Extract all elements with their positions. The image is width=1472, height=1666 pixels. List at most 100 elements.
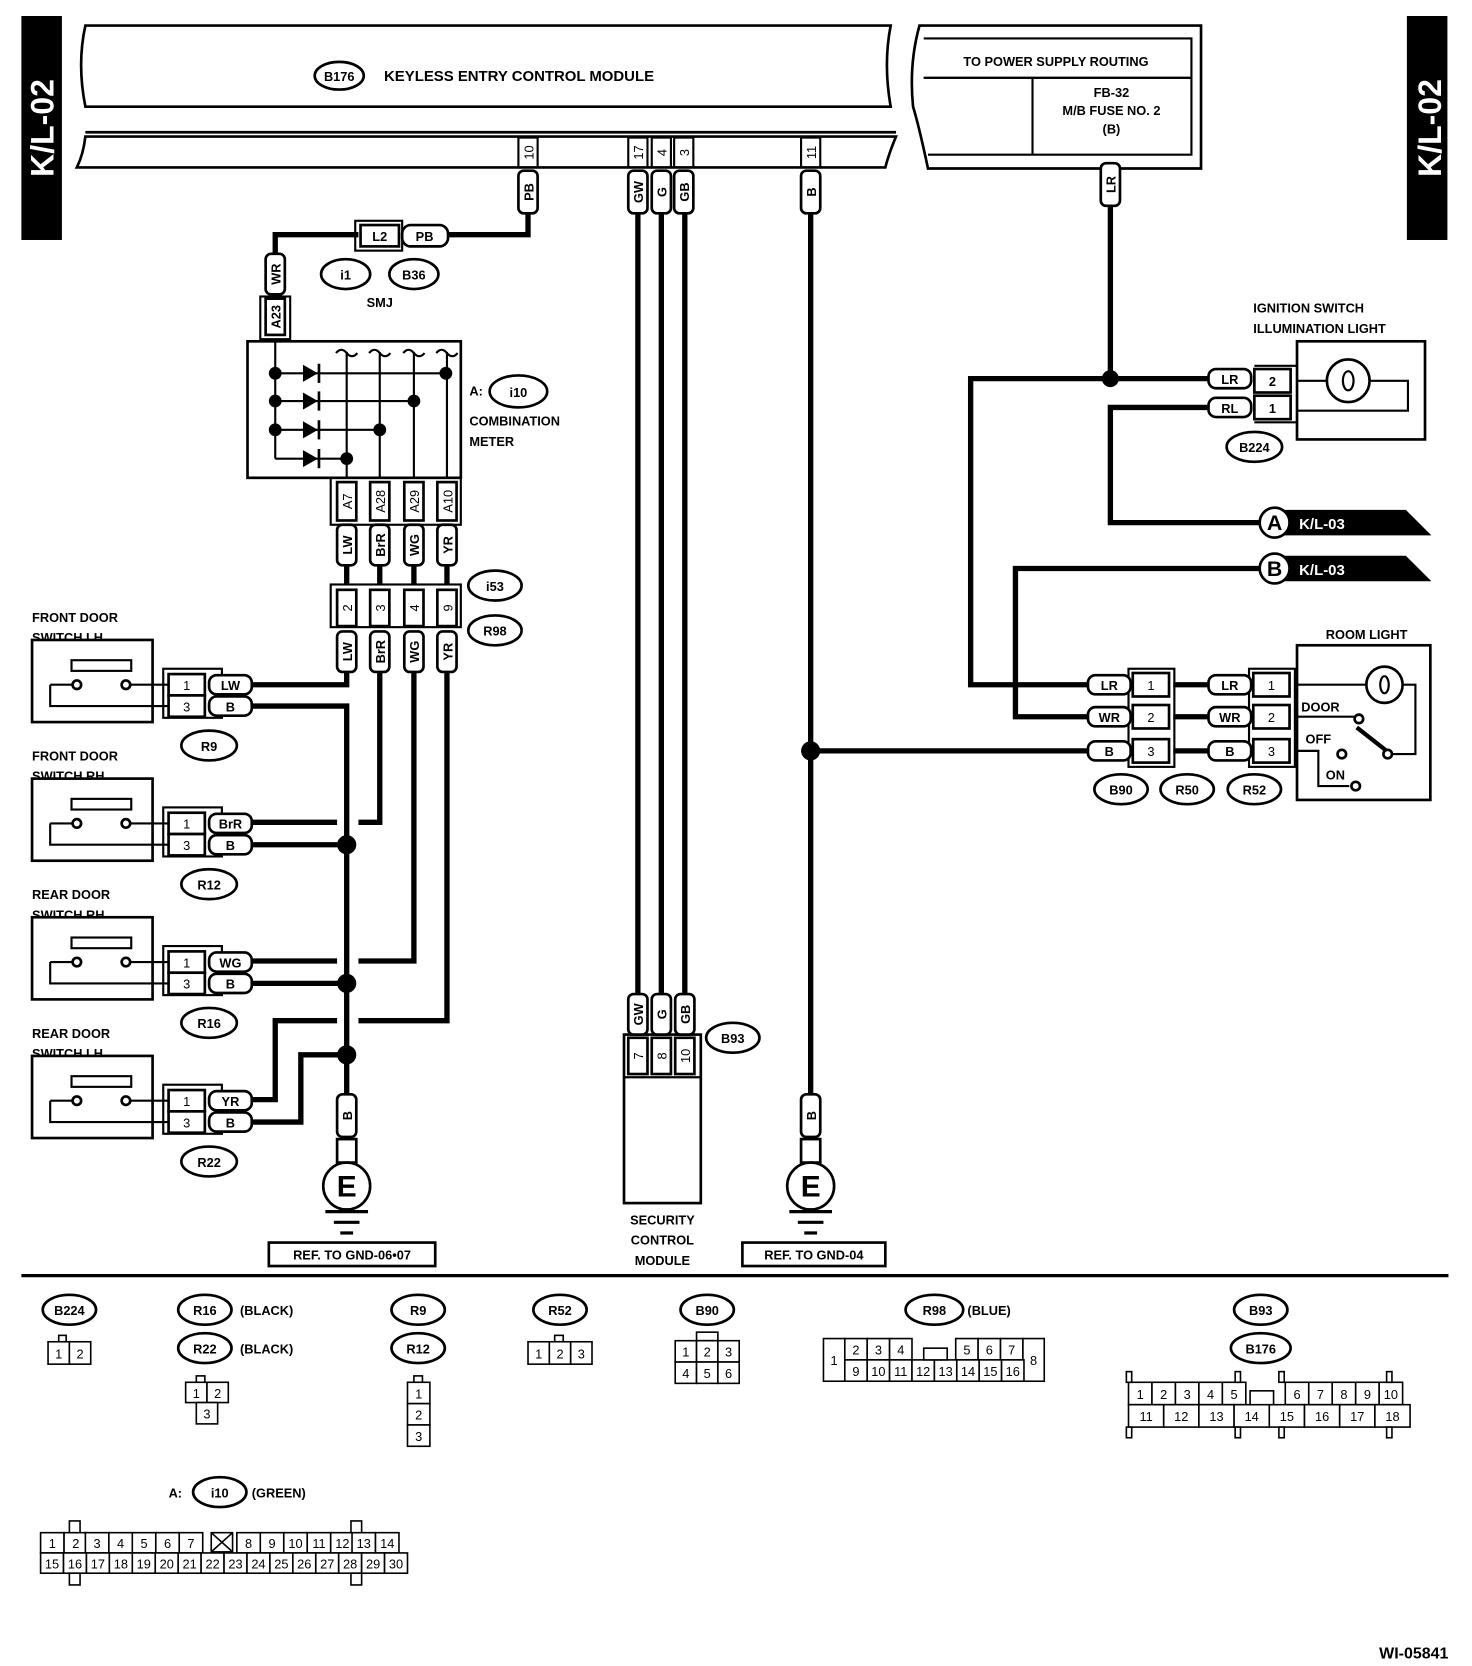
pin-label: 17 [91,1556,105,1571]
svg-text:R98: R98 [483,624,506,639]
switch-terminal [71,817,83,830]
pin-label: 12 [1174,1409,1188,1424]
wire-color-label: GB [678,1005,693,1024]
pin-cell [626,1036,649,1076]
wire-tag [207,951,254,973]
wire-tag [1086,673,1132,696]
wire-tag [1086,705,1132,728]
wire-color-label: WG [219,955,241,970]
meter-pin-cell [402,480,425,522]
pin-label: 1 [183,1094,190,1109]
connector-prefix: A: [169,1485,182,1500]
pin-cell [1131,703,1171,730]
pin-cell [167,694,207,719]
pin-label: 28 [343,1556,357,1571]
connector-badge [176,1293,233,1327]
keyless-entry-module: B176 KEYLESS ENTRY CONTROL MODULE [74,24,898,169]
svg-text:L2: L2 [372,229,387,244]
connector-id: i10 [211,1485,229,1500]
svg-text:A23: A23 [269,305,284,328]
connector-id: B224 [54,1303,85,1318]
pin-cell [167,832,207,857]
pin-label: 15 [1280,1409,1294,1424]
svg-text:K/L-02: K/L-02 [24,79,60,177]
svg-text:TO POWER SUPPLY ROUTING: TO POWER SUPPLY ROUTING [963,54,1148,69]
pin-cell [1131,737,1171,764]
pin-label: 3 [183,699,190,714]
wire-tag [207,1089,254,1112]
svg-text:B36: B36 [402,267,425,282]
pin-label: 10 [678,1049,693,1063]
pin-label: 3 [94,1536,101,1551]
pin-cell [650,1036,673,1076]
connector-badge [176,1331,233,1365]
svg-text:B224: B224 [1239,440,1270,455]
page-tag-left: K/L-02 [21,15,62,240]
pin-cell [1000,1359,1025,1383]
svg-text:B176: B176 [324,69,355,84]
pin-cell [553,1334,565,1343]
blocked-pin-mark [210,1532,234,1553]
connector-badge [41,1293,98,1327]
junction-pin-label: 2 [340,604,355,611]
pin-label: 10 [1384,1387,1398,1402]
wire-color-label: WR [1219,710,1240,725]
pin-label: 2 [1268,710,1275,725]
switch-terminal [120,679,132,691]
wire-tag [436,523,458,567]
meter-pin-cell [368,480,391,522]
pin-label: 3 [1184,1387,1191,1402]
switch-terminal [71,956,83,968]
pin-label: 6 [725,1366,732,1381]
connector-id: R52 [1243,783,1266,798]
pin-label: 16 [1006,1364,1020,1379]
pin-label: 16 [68,1556,82,1571]
pin-cell [1125,1370,1133,1384]
pin-cell [1249,1390,1275,1406]
connector-badge [180,729,239,762]
wire-tag [1207,705,1253,728]
pin-cell [350,1572,363,1586]
connector-badge [1226,773,1283,806]
connector-badge [532,1293,589,1327]
pin-label: 20 [160,1556,174,1571]
pin-label: 3 [183,1115,190,1130]
svg-text:K/L-03: K/L-03 [1299,562,1345,579]
wire-tag [207,695,254,718]
switch-terminal [120,956,132,968]
wire-color-label: LW [340,641,355,661]
meter-pin-label: A7 [340,493,355,509]
wire-color-label: WG [407,534,422,556]
pin-cell [695,1331,719,1342]
pin-label: 12 [916,1364,930,1379]
wire-tag [335,523,358,567]
connector-b176-badge [313,60,366,91]
wire-color-label: BrR [219,817,242,832]
door-switch-title: REAR DOOR [32,1026,110,1041]
pin-label: 27 [320,1556,334,1571]
pin-label: 30 [389,1556,403,1571]
pin-label: 11 [1139,1409,1152,1424]
svg-text:i53: i53 [486,579,504,594]
pin-label: 5 [704,1366,711,1381]
pin-label: 5 [963,1343,970,1358]
pin-label: 8 [655,1052,670,1059]
pin-cell [1385,1426,1393,1439]
pin-cell [68,1520,81,1534]
pin-label: 25 [274,1556,288,1571]
keyless-module-pins: 10 17 4 3 11 [517,136,822,169]
wire-color-label: G [655,1009,670,1019]
connector-id: R22 [193,1341,216,1356]
svg-text:SMJ: SMJ [367,295,393,310]
connector-badge [191,1475,248,1509]
offpage-ref-b[interactable]: B K/L-03 [1258,552,1432,585]
pin-cell [68,1340,92,1365]
pin-label: 3 [183,977,190,992]
pin-cell [57,1334,67,1343]
wire-tag [1207,739,1253,762]
offpage-ref-a[interactable]: A K/L-03 [1258,506,1432,539]
svg-text:2: 2 [1269,374,1276,389]
